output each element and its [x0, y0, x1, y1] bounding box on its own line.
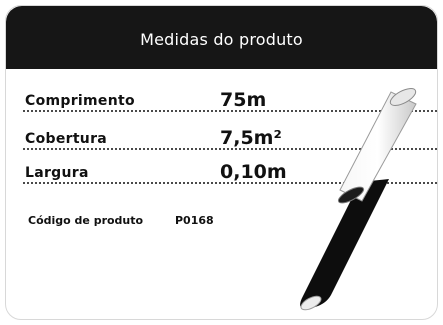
product-code-value: P0168 — [175, 214, 214, 227]
measurement-row-width: Largura 0,10m — [23, 154, 437, 184]
dotted-divider — [23, 148, 437, 150]
measurement-value: 7,5m² — [220, 127, 282, 149]
product-code-label: Código de produto — [28, 214, 144, 227]
measurement-label: Comprimento — [25, 93, 135, 109]
measurement-value: 75m — [220, 89, 267, 111]
measurement-label: Largura — [25, 165, 89, 181]
measurement-value: 0,10m — [220, 161, 287, 183]
product-measurements-card: Medidas do produto Comprimento 75m Cober… — [5, 5, 438, 320]
measurement-label: Cobertura — [25, 131, 108, 147]
measurement-row-length: Comprimento 75m — [23, 82, 437, 112]
tape-roll-icon — [300, 88, 417, 311]
dotted-divider — [23, 110, 437, 112]
measurement-row-coverage: Cobertura 7,5m² — [23, 120, 437, 150]
card-header: Medidas do produto — [6, 6, 437, 69]
card-title: Medidas do produto — [140, 30, 303, 49]
dotted-divider — [23, 182, 437, 184]
